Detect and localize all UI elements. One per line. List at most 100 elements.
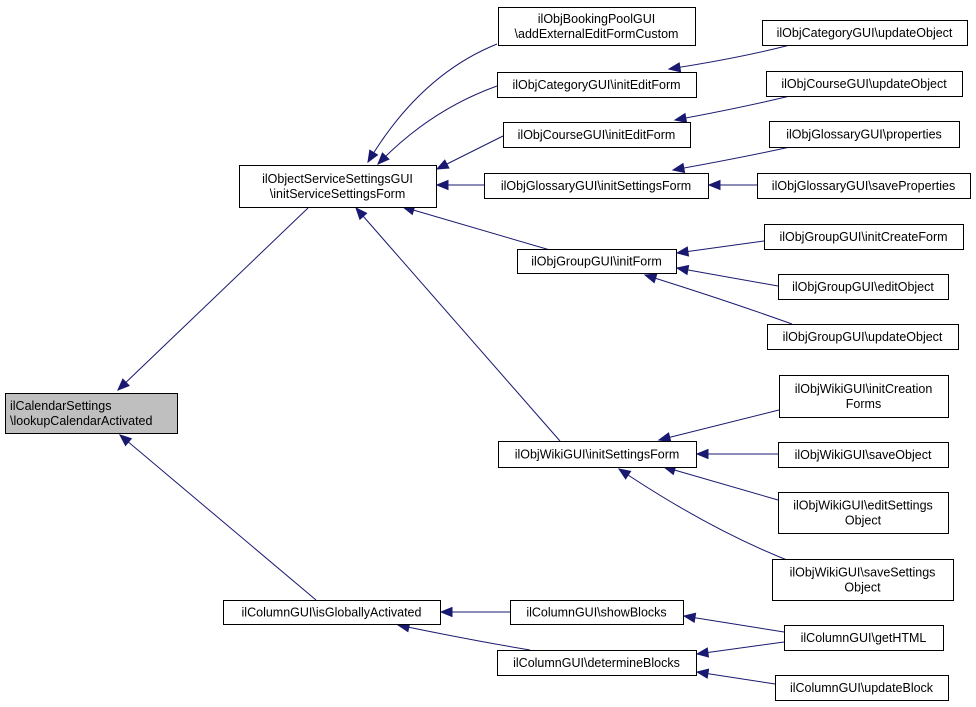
edge-arrowhead <box>377 152 390 165</box>
edge-groupcreate-to-groupinit <box>675 240 765 257</box>
node-wikiinit[interactable]: ilObjWikiGUI\initSettingsForm <box>498 441 697 468</box>
edge-line <box>397 624 531 651</box>
edge-coldet-to-colact <box>396 622 531 651</box>
edge-arrowhead <box>439 606 453 618</box>
node-label-line: ilObjGlossaryGUI\initSettingsForm <box>501 179 691 193</box>
node-box[interactable] <box>779 375 949 418</box>
node-colupd[interactable]: ilColumnGUI\updateBlock <box>775 675 949 701</box>
edge-line <box>663 466 779 501</box>
edge-line <box>674 95 791 121</box>
edge-arrowhead <box>707 179 721 191</box>
node-booking[interactable]: ilObjBookingPoolGUI\addExternalEditFormC… <box>498 7 696 46</box>
node-box[interactable] <box>5 393 178 434</box>
node-colshow[interactable]: ilColumnGUI\showBlocks <box>510 600 684 625</box>
node-box[interactable] <box>497 650 697 676</box>
edge-groupinit-to-oss <box>401 205 551 251</box>
edge-line <box>676 267 779 287</box>
node-label-line: ilObjCourseGUI\initEditForm <box>518 128 676 142</box>
node-wikisave[interactable]: ilObjWikiGUI\saveObject <box>778 442 949 468</box>
node-box[interactable] <box>767 324 959 350</box>
node-courseupd[interactable]: ilObjCourseGUI\updateObject <box>766 71 963 97</box>
edge-groupedit-to-groupinit <box>675 264 779 287</box>
edge-arrowhead <box>355 207 368 221</box>
node-catupd[interactable]: ilObjCategoryGUI\updateObject <box>762 20 968 46</box>
edge-booking-to-oss <box>367 43 498 164</box>
edge-colact-to-root <box>118 434 317 601</box>
node-box[interactable] <box>775 675 949 701</box>
node-box[interactable] <box>778 442 949 468</box>
node-label-line: ilColumnGUI\isGloballyActivated <box>242 606 422 620</box>
node-box[interactable] <box>484 173 709 199</box>
node-groupedit[interactable]: ilObjGroupGUI\editObject <box>778 274 949 300</box>
node-box[interactable] <box>769 121 960 148</box>
node-box[interactable] <box>772 559 954 601</box>
edge-line <box>696 641 785 655</box>
node-box[interactable] <box>766 71 963 97</box>
edge-arrowhead <box>695 448 709 460</box>
node-label-line: ilObjBookingPoolGUI <box>538 12 655 26</box>
edge-arrowhead <box>643 273 658 284</box>
nodes-layer: ilCalendarSettings\lookupCalendarActivat… <box>5 7 971 701</box>
node-box[interactable] <box>762 20 968 46</box>
node-groupupd[interactable]: ilObjGroupGUI\updateObject <box>767 324 959 350</box>
node-box[interactable] <box>778 274 949 300</box>
edge-wikiedit-to-wikiinit <box>662 465 779 501</box>
node-courseinit[interactable]: ilObjCourseGUI\initEditForm <box>503 122 691 148</box>
node-colact[interactable]: ilColumnGUI\isGloballyActivated <box>223 600 441 625</box>
edge-line <box>377 85 498 165</box>
edge-line <box>618 468 793 563</box>
edge-courseupd-to-courseinit <box>673 95 791 124</box>
node-label-line: ilObjGroupGUI\initForm <box>531 255 662 269</box>
edge-arrowhead <box>675 246 690 257</box>
node-box[interactable] <box>503 122 691 148</box>
node-label-line: ilColumnGUI\determineBlocks <box>513 656 680 670</box>
edge-line <box>672 146 791 171</box>
node-groupinit[interactable]: ilObjGroupGUI\initForm <box>517 249 677 274</box>
edge-arrowhead <box>671 162 686 174</box>
node-label-line: ilCalendarSettings <box>10 399 111 413</box>
node-label-line: ilObjGroupGUI\initCreateForm <box>779 230 947 244</box>
node-label-line: ilObjCourseGUI\updateObject <box>781 77 947 91</box>
node-box[interactable] <box>498 7 696 46</box>
node-box[interactable] <box>764 224 964 250</box>
node-colhtml[interactable]: ilColumnGUI\getHTML <box>784 625 944 651</box>
edge-line <box>355 207 561 442</box>
node-label-line: ilObjWikiGUI\saveSettings <box>790 566 936 580</box>
edge-line <box>683 615 785 633</box>
edge-wikiinit-to-oss <box>355 207 561 442</box>
node-groupcreate[interactable]: ilObjGroupGUI\initCreateForm <box>764 224 964 250</box>
node-box[interactable] <box>757 173 971 199</box>
node-label-line: Object <box>845 514 882 528</box>
node-oss[interactable]: ilObjectServiceSettingsGUI\initServiceSe… <box>239 165 437 208</box>
node-label-line: ilObjWikiGUI\initSettingsForm <box>515 448 680 462</box>
edge-arrowhead <box>682 612 697 624</box>
node-catinit[interactable]: ilObjCategoryGUI\initEditForm <box>497 72 697 98</box>
node-box[interactable] <box>784 625 944 651</box>
node-glossinit[interactable]: ilObjGlossaryGUI\initSettingsForm <box>484 173 709 199</box>
node-coldet[interactable]: ilColumnGUI\determineBlocks <box>497 650 697 676</box>
node-box[interactable] <box>223 600 441 625</box>
edge-arrowhead <box>657 432 672 443</box>
node-label-line: ilObjWikiGUI\editSettings <box>793 499 933 513</box>
node-box[interactable] <box>498 441 697 468</box>
node-glosssave[interactable]: ilObjGlossaryGUI\saveProperties <box>757 173 971 199</box>
node-glossprop[interactable]: ilObjGlossaryGUI\properties <box>769 121 960 148</box>
edge-line <box>402 206 551 251</box>
edge-catupd-to-catinit <box>667 44 791 73</box>
node-label-line: ilColumnGUI\getHTML <box>801 631 927 645</box>
node-box[interactable] <box>510 600 684 625</box>
node-label-line: ilColumnGUI\updateBlock <box>790 681 934 695</box>
node-box[interactable] <box>517 249 677 274</box>
edge-wikicreate-to-wikiinit <box>657 409 780 443</box>
node-label-line: ilObjectServiceSettingsGUI <box>262 172 413 186</box>
node-label-line: ilColumnGUI\showBlocks <box>526 606 666 620</box>
node-root[interactable]: ilCalendarSettings\lookupCalendarActivat… <box>5 393 178 434</box>
node-label-line: \addExternalEditFormCustom <box>515 27 679 41</box>
node-box[interactable] <box>778 492 949 534</box>
node-box[interactable] <box>239 165 437 208</box>
node-box[interactable] <box>497 72 697 98</box>
